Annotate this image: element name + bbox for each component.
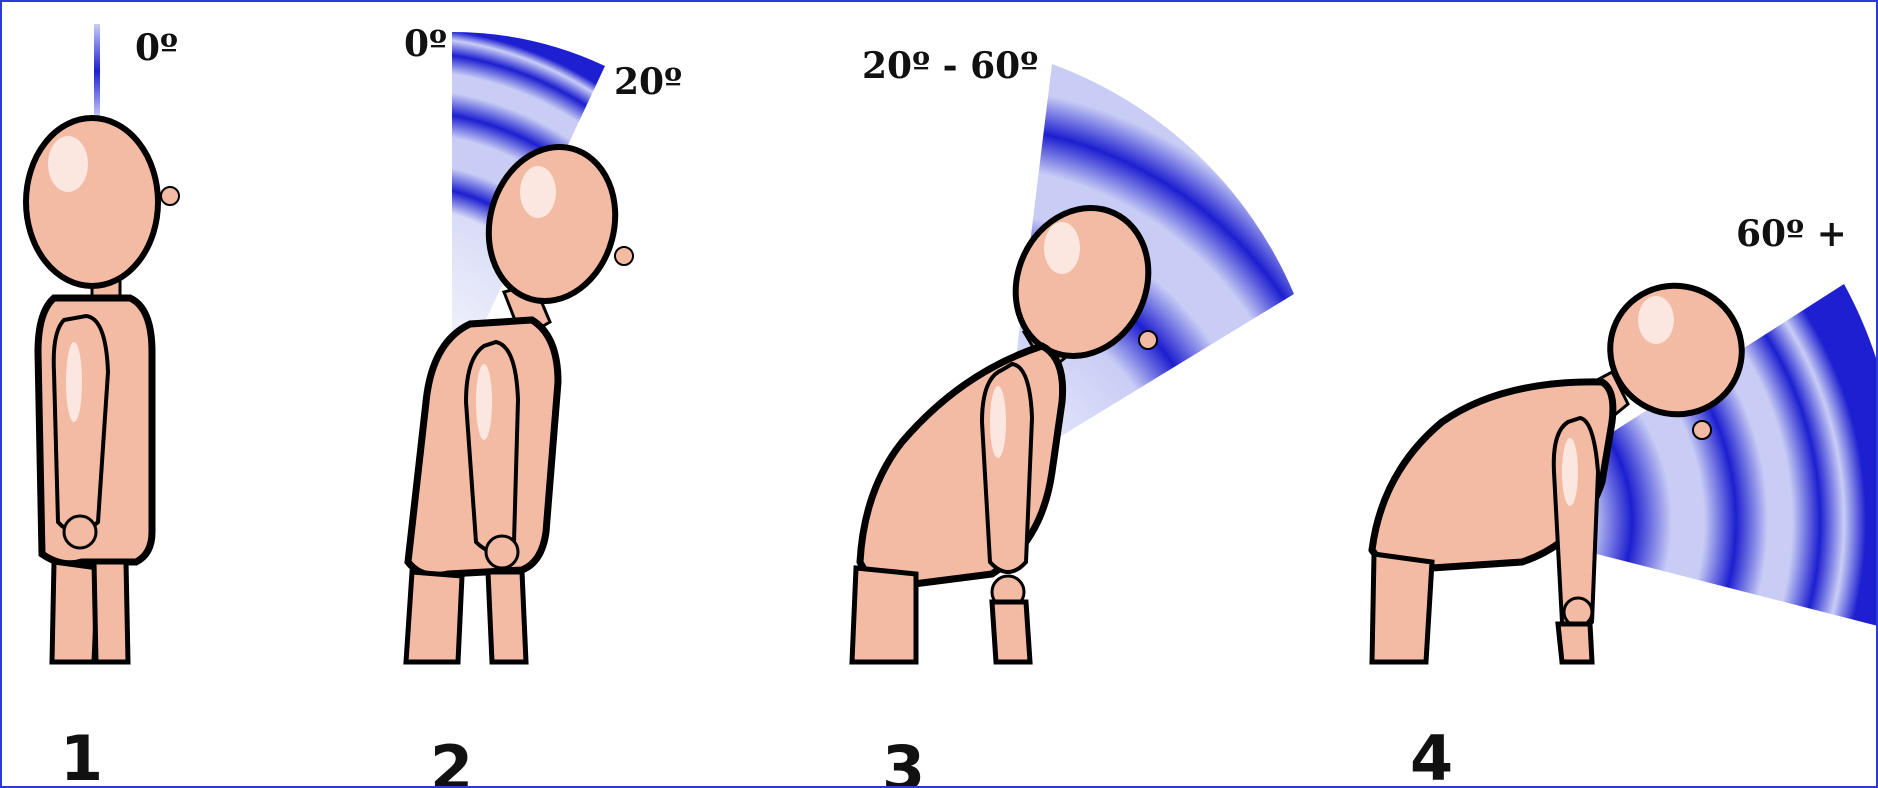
angle-label-60-plus: 60º + [1736, 213, 1847, 255]
panel-number-4: 4 [1410, 722, 1453, 788]
panel-2: 0º 20º 2 [404, 23, 682, 788]
angle-label-0: 0º [135, 27, 178, 69]
panel-4: 60º + 4 [1372, 213, 1878, 788]
panel-number-1: 1 [60, 722, 103, 788]
angle-label-20: 20º [614, 61, 682, 103]
angle-label-0: 0º [404, 23, 447, 65]
panel-number-3: 3 [882, 732, 925, 788]
panel-number-2: 2 [430, 732, 473, 788]
panel-3: 20º - 60º 3 [852, 45, 1294, 788]
panel-1: 0º 1 [26, 24, 179, 788]
angle-indicator-0 [94, 24, 100, 118]
figure-moderate-bend [852, 186, 1172, 662]
figure-slight-bend [406, 133, 633, 662]
angle-label-20-60: 20º - 60º [862, 45, 1038, 87]
figure-upright [26, 118, 179, 662]
